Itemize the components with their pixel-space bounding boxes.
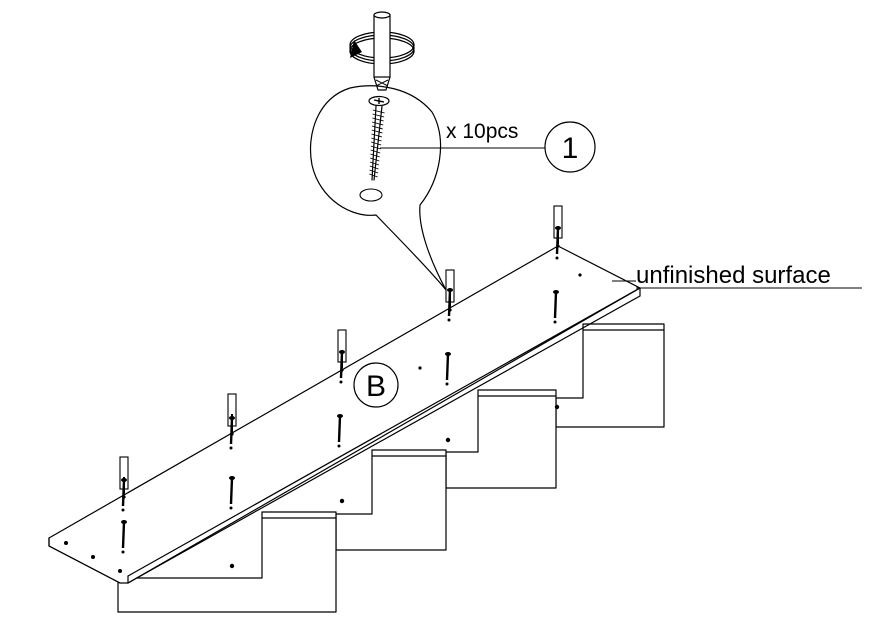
screw-group (121, 226, 561, 554)
screw-icon (121, 520, 127, 554)
part-label-b: B (353, 362, 399, 408)
screw-icon (445, 352, 451, 386)
screw-icon (447, 288, 453, 322)
part-number-text: 1 (562, 132, 579, 165)
screw-icon (339, 350, 345, 384)
screwdriver-icon (349, 11, 415, 91)
panel-3 (445, 389, 560, 489)
quantity-text: x 10pcs (446, 120, 518, 143)
lower-panels (117, 323, 665, 613)
board-b (48, 245, 641, 584)
screw-icon (555, 226, 561, 260)
panel-1 (117, 498, 345, 613)
screw-icon (229, 416, 235, 450)
screw-icon (337, 414, 343, 448)
screw-icon (121, 478, 127, 512)
screw-callout: x 10pcs 1 (309, 85, 596, 291)
screw-icon (553, 290, 559, 324)
surface-note-text: unfinished surface (636, 262, 831, 289)
surface-annotation: unfinished surface (612, 262, 862, 289)
panel-4 (555, 323, 665, 428)
part-label-b-text: B (366, 370, 386, 403)
panel-2 (335, 437, 451, 551)
screw-icon (229, 476, 235, 510)
